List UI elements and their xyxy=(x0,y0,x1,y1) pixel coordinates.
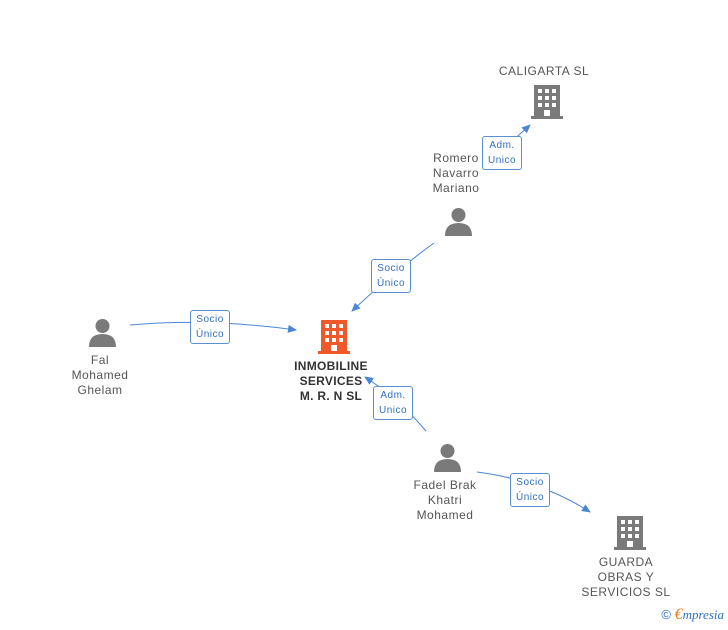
node-romero-line: Romero xyxy=(433,151,479,165)
node-fal-line: Ghelam xyxy=(77,383,123,397)
copyright-icon: © xyxy=(661,607,671,622)
edge-label-line: Adm. xyxy=(489,140,515,151)
edge-label-romero-inmobiline[interactable]: Socio Único xyxy=(371,259,412,293)
empresia-footer[interactable]: © €mpresia xyxy=(661,606,724,624)
edge-label-fal-inmobiline[interactable]: Socio Único xyxy=(190,310,231,344)
node-fadel-line: Fadel Brak xyxy=(413,478,477,492)
main-company-building-icon[interactable] xyxy=(318,320,350,354)
edge-label-line: Socio xyxy=(196,314,224,325)
node-romero-line: Mariano xyxy=(432,181,480,195)
node-fadel-line: Mohamed xyxy=(416,508,474,522)
node-romero-label[interactable]: Romero Navarro Mariano xyxy=(411,151,501,196)
empresia-logo-e: € xyxy=(674,606,683,623)
node-inmobiline-line: M. R. N SL xyxy=(299,389,363,403)
edge-label-line: Único xyxy=(377,278,406,289)
edge-label-line: Socio xyxy=(516,477,544,488)
node-fal-line: Mohamed xyxy=(71,368,129,382)
building-icon[interactable] xyxy=(614,516,646,550)
edge-label-line: Unico xyxy=(379,405,408,416)
edge-label-romero-caligarta[interactable]: Adm. Unico xyxy=(482,136,523,170)
node-fadel-label[interactable]: Fadel Brak Khatri Mohamed xyxy=(395,478,495,523)
edge-label-line: Único xyxy=(516,492,545,503)
edge-label-line: Socio xyxy=(377,263,405,274)
person-icon[interactable] xyxy=(444,207,473,236)
edge-label-line: Adm. xyxy=(380,390,406,401)
node-guarda-label[interactable]: GUARDA OBRAS Y SERVICIOS SL xyxy=(576,555,676,600)
node-fal-label[interactable]: Fal Mohamed Ghelam xyxy=(55,353,145,398)
node-inmobiline-label[interactable]: INMOBILINE SERVICES M. R. N SL xyxy=(276,359,386,404)
node-inmobiline-line: INMOBILINE xyxy=(294,359,368,373)
person-icon[interactable] xyxy=(88,318,117,347)
building-icon[interactable] xyxy=(531,85,563,119)
node-guarda-line: SERVICIOS SL xyxy=(581,585,671,599)
node-inmobiline-line: SERVICES xyxy=(299,374,363,388)
person-icon[interactable] xyxy=(433,443,462,472)
edge-label-line: Unico xyxy=(488,155,517,166)
edge-label-fadel-inmobiline[interactable]: Adm. Unico xyxy=(373,386,414,420)
node-guarda-line: OBRAS Y xyxy=(597,570,655,584)
node-fal-line: Fal xyxy=(90,353,110,367)
empresia-brand: mpresia xyxy=(682,607,724,622)
node-caligarta-line: CALIGARTA SL xyxy=(498,64,590,78)
node-guarda-line: GUARDA xyxy=(598,555,654,569)
node-caligarta-label[interactable]: CALIGARTA SL xyxy=(484,64,604,79)
edge-label-line: Único xyxy=(196,329,225,340)
node-romero-line: Navarro xyxy=(432,166,480,180)
edge-label-fadel-guarda[interactable]: Socio Único xyxy=(510,473,551,507)
node-fadel-line: Khatri xyxy=(427,493,463,507)
